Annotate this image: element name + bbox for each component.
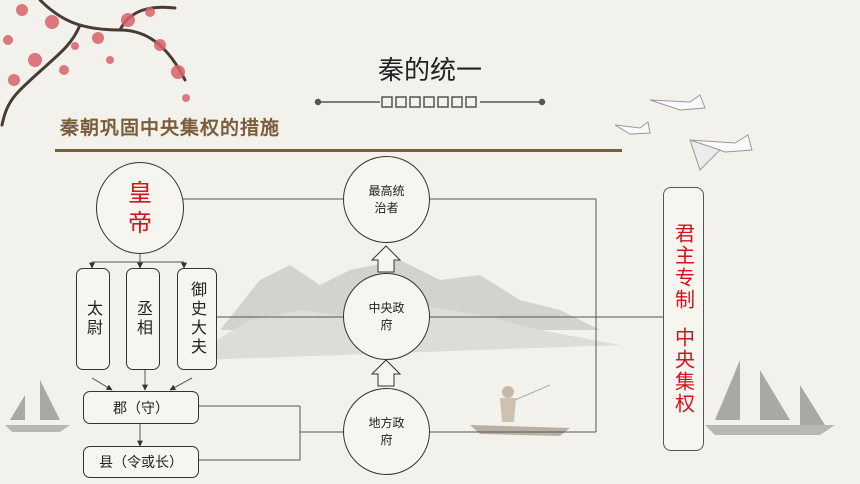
hollow-up-arrows xyxy=(370,245,402,387)
central-government-line2: 府 xyxy=(380,317,393,332)
heading-underline xyxy=(55,149,622,152)
local-government-node: 地方政 府 xyxy=(343,388,430,475)
summary-autocracy: 君主专制 xyxy=(671,223,696,311)
central-government-node: 中央政 府 xyxy=(343,273,430,360)
central-government-line1: 中央政 xyxy=(368,300,405,315)
county-label: 县（令或长） xyxy=(99,455,183,471)
emperor-label-line1: 皇 xyxy=(128,179,152,207)
summary-centralization: 中央集权 xyxy=(671,327,696,415)
fisherman-boat xyxy=(470,384,570,436)
official-taiwei: 太尉 xyxy=(76,268,110,370)
local-government-line1: 地方政 xyxy=(368,415,405,430)
official-chengxiang: 丞相 xyxy=(126,268,160,370)
commandery-label: 郡（守） xyxy=(113,400,169,417)
local-government-line2: 府 xyxy=(380,432,393,447)
supreme-ruler-node: 最高统 治者 xyxy=(343,156,430,243)
official-yushidafu: 御史大夫 xyxy=(177,268,217,370)
emperor-label-line2: 帝 xyxy=(128,209,152,237)
plum-blossoms xyxy=(3,4,190,102)
summary-box: 君主专制 中央集权 xyxy=(663,187,704,451)
official-yushidafu-label: 御史大夫 xyxy=(188,281,207,357)
page-title: 秦的统一 xyxy=(377,56,482,86)
supreme-ruler-line2: 治者 xyxy=(374,200,399,215)
county-box: 县（令或长） xyxy=(83,446,199,478)
official-taiwei-label: 太尉 xyxy=(84,300,103,338)
sailboats-right xyxy=(705,360,835,435)
emperor-node: 皇 帝 xyxy=(96,162,184,254)
commandery-box: 郡（守） xyxy=(83,391,199,424)
title-divider xyxy=(314,96,546,108)
sailboats-left xyxy=(5,380,70,432)
section-heading: 秦朝巩固中央集权的措施 xyxy=(60,117,281,139)
supreme-ruler-line1: 最高统 xyxy=(368,183,405,198)
official-chengxiang-label: 丞相 xyxy=(134,300,153,338)
crane-birds xyxy=(614,94,753,171)
